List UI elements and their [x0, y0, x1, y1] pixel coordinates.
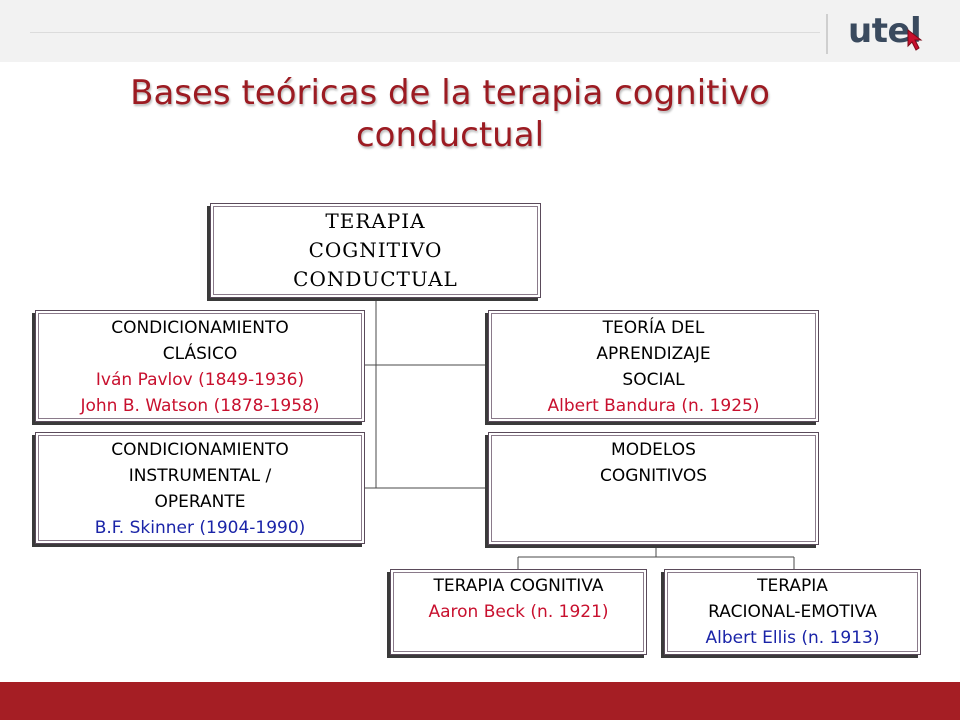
box-inner-border: [491, 435, 816, 542]
clasico-line-1: CONDICIONAMIENTO: [111, 318, 289, 338]
instrumental-author-1: B.F. Skinner (1904-1990): [94, 518, 306, 538]
box-condicionamiento-instrumental: CONDICIONAMIENTO INSTRUMENTAL / OPERANTE…: [35, 432, 365, 544]
header-separator: [826, 14, 828, 54]
slide-title-line-2: conductual: [355, 115, 545, 155]
cognitiva-author-1: Aaron Beck (n. 1921): [428, 602, 609, 622]
box-inner-border: [38, 313, 362, 419]
cognitivos-line-1: MODELOS: [611, 440, 696, 460]
social-author-1: Albert Bandura (n. 1925): [547, 396, 760, 416]
header-band: [0, 0, 960, 62]
box-terapia-cognitiva: TERAPIA COGNITIVA Aaron Beck (n. 1921): [390, 569, 647, 655]
instrumental-line-2: INSTRUMENTAL /: [128, 466, 272, 486]
root-line-3: CONDUCTUAL: [293, 267, 458, 291]
box-modelos-cognitivos: MODELOS COGNITIVOS: [488, 432, 819, 545]
cognitiva-line-1: TERAPIA COGNITIVA: [433, 576, 604, 596]
box-terapia-cognitivo-conductual: TERAPIA COGNITIVO CONDUCTUAL: [210, 203, 541, 298]
box-terapia-racional-emotiva: TERAPIA RACIONAL-EMOTIVA Albert Ellis (n…: [664, 569, 921, 655]
racional-author-1: Albert Ellis (n. 1913): [705, 628, 880, 648]
slide-title-line-1: Bases teóricas de la terapia cognitivo: [130, 73, 770, 113]
social-line-2: APRENDIZAJE: [596, 344, 711, 364]
racional-line-2: RACIONAL-EMOTIVA: [708, 602, 877, 622]
social-line-3: SOCIAL: [622, 370, 685, 390]
cognitivos-line-2: COGNITIVOS: [599, 466, 708, 486]
root-line-1: TERAPIA: [325, 209, 426, 233]
slide-title: Bases teóricas de la terapia cognitivo c…: [80, 72, 820, 156]
clasico-line-2: CLÁSICO: [162, 344, 238, 364]
root-line-2: COGNITIVO: [308, 238, 443, 262]
header-rule: [30, 32, 820, 33]
footer-band: [0, 682, 960, 720]
box-teoria-aprendizaje-social: TEORÍA DEL APRENDIZAJE SOCIAL Albert Ban…: [488, 310, 819, 422]
box-inner-border: [393, 572, 644, 652]
box-inner-border: [491, 313, 816, 419]
clasico-author-1: Iván Pavlov (1849-1936): [95, 370, 305, 390]
cursor-arrow-icon: [907, 28, 923, 51]
box-inner-border: [667, 572, 918, 652]
social-line-1: TEORÍA DEL: [602, 318, 705, 338]
clasico-author-2: John B. Watson (1878-1958): [80, 396, 320, 416]
instrumental-line-3: OPERANTE: [154, 492, 246, 512]
box-inner-border: [213, 206, 538, 295]
box-inner-border: [38, 435, 362, 541]
racional-line-1: TERAPIA: [757, 576, 828, 596]
instrumental-line-1: CONDICIONAMIENTO: [111, 440, 289, 460]
box-condicionamiento-clasico: CONDICIONAMIENTO CLÁSICO Iván Pavlov (18…: [35, 310, 365, 422]
